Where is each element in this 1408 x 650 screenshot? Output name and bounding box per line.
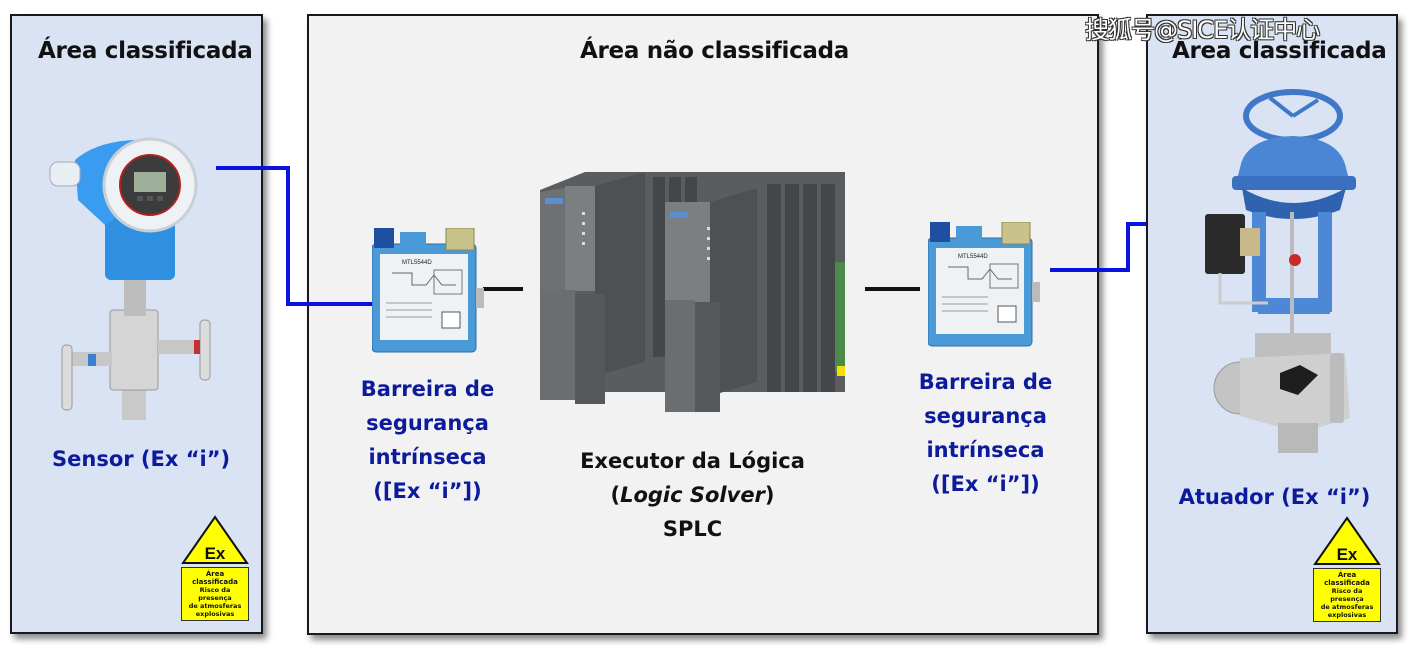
barrier-left-label: Barreira de segurança intrínseca ([Ex “i…: [360, 377, 495, 503]
logic-solver-label: Executor da Lógica (Logic Solver) SPLC: [580, 449, 805, 541]
svg-text:MTL5544D: MTL5544D: [958, 254, 988, 260]
right-area-title: Área classificada: [1172, 38, 1387, 64]
left-area-title: Área classificada: [38, 38, 253, 64]
ex-symbol-text: Ex: [1337, 545, 1358, 564]
pressure-transmitter-icon: [40, 130, 220, 420]
control-valve-actuator-icon: [1200, 88, 1370, 468]
ex-warning-text: Área classificada Risco da presença de a…: [181, 567, 249, 621]
isolator-barrier-icon-left: MTL5544D: [371, 227, 484, 356]
signal-wire-sensor-vertical: [286, 166, 290, 306]
ex-symbol-text: Ex: [205, 544, 226, 563]
isolator-barrier-icon-right: MTL5544D: [927, 221, 1040, 350]
ex-warning-text: Área classificada Risco da presença de a…: [1313, 568, 1381, 622]
svg-text:MTL5544D: MTL5544D: [402, 260, 432, 266]
wire-plc-to-barrier-right: [865, 287, 920, 291]
sensor-label: Sensor (Ex “i”): [52, 447, 231, 471]
signal-wire-barrier-to-valve: [1050, 268, 1130, 272]
ex-triangle-icon: Ex: [181, 515, 249, 564]
signal-wire-valve-vertical: [1126, 222, 1130, 272]
wire-barrier-to-plc-left: [483, 287, 523, 291]
barrier-right-label: Barreira de segurança intrínseca ([Ex “i…: [918, 370, 1053, 496]
ex-warning-sign-right: Ex Área classificada Risco da presença d…: [1313, 516, 1381, 622]
signal-wire-sensor-to-barrier: [286, 302, 378, 306]
signal-wire-sensor: [216, 166, 290, 170]
plc-rack-icon: [535, 162, 855, 412]
watermark-text: 搜狐号@SICE认证中心: [1085, 16, 1320, 44]
middle-area-title: Área não classificada: [580, 38, 850, 64]
actuator-label: Atuador (Ex “i”): [1178, 485, 1371, 509]
ex-triangle-icon: Ex: [1313, 516, 1381, 565]
ex-warning-sign-left: Ex Área classificada Risco da presença d…: [181, 515, 249, 621]
